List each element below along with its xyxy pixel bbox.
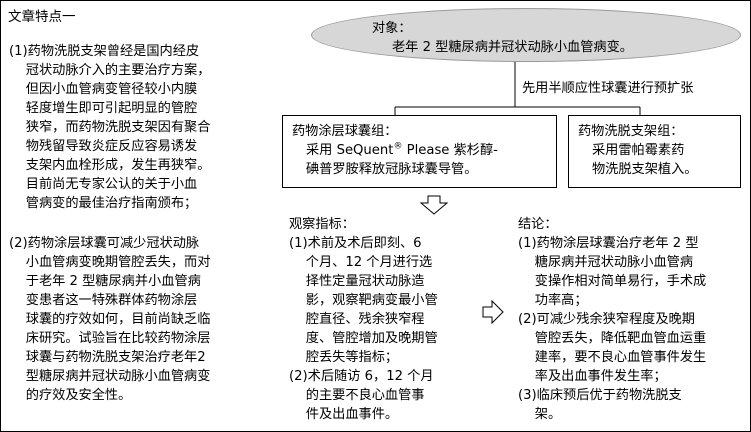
feature-line: 球囊与药物洗脱支架治疗老年2 (9, 350, 206, 365)
observation-line: 个月、12 个月进行选 (289, 255, 433, 270)
conclusion-line: 糖尿病并冠状动脉小血管病 (518, 255, 694, 270)
feature-line: 支架内血栓形成，发生再狭窄。 (9, 158, 211, 173)
des-group-line2: 物洗脱支架植入。 (592, 162, 698, 177)
conclusion-line: (1)药物涂层球囊治疗老年 2 型 (518, 236, 699, 251)
down-arrow-icon (419, 195, 449, 215)
feature-line: 狭窄，而药物洗脱支架因有聚合 (9, 120, 211, 135)
section-heading: 文章特点一 (8, 9, 76, 25)
observation-line: 择性定量冠状动脉造 (289, 274, 425, 289)
observation-line: 腔丢失等指标； (289, 350, 399, 365)
dcb-line1-b: Please 紫杉醇- (402, 143, 498, 158)
des-group-line1: 采用雷帕霉素药 (592, 143, 685, 158)
observation-line: 影，观察靶病变最小管 (289, 293, 438, 308)
des-group-title: 药物洗脱支架组： (578, 124, 684, 139)
dcb-group-line1: 采用 SeQuent® Please 紫杉醇- (306, 141, 498, 160)
feature-line: 的疗效及安全性。 (9, 388, 132, 403)
dcb-group-line2: 碘普罗胺释放冠脉球囊导管。 (306, 162, 478, 177)
feature-item-2: (2)药物涂层球囊可减少冠状动脉 小血管病变晚期管腔丢失，而对 于老年 2 型糖… (9, 234, 210, 405)
feature-line: (1)药物洗脱支架曾经是国内经皮 (9, 44, 200, 59)
conclusion-line: 率及出血事件发生率； (518, 369, 667, 384)
feature-line: 球囊的疗效如何，目前尚缺乏临 (9, 312, 211, 327)
dcb-line1-a: 采用 SeQuent (306, 143, 394, 158)
conclusion-line: (2)可减少残余狭窄程度及晚期 (518, 312, 695, 327)
observation-line: (2)术后随访 6，12 个月 (289, 369, 434, 384)
feature-line: 于老年 2 型糖尿病并小血管病 (9, 274, 201, 289)
observation-line: 腔直径、残余狭窄程 (289, 312, 425, 327)
feature-line: 床研究。试验旨在比较药物涂层 (9, 331, 211, 346)
observation-title: 观察指标： (289, 217, 355, 232)
conclusion-list: (1)药物涂层球囊治疗老年 2 型 糖尿病并冠状动脉小血管病 变操作相对简单易行… (518, 234, 706, 424)
feature-item-1: (1)药物洗脱支架曾经是国内经皮 冠状动脉介入的主要治疗方案， 但因小血管病变管… (9, 42, 210, 213)
conclusion-line: (3)临床预后优于药物洗脱支 (518, 388, 682, 403)
conclusion-line: 架。 (518, 407, 562, 422)
conclusion-line: 建率，要不良心血管事件发生 (518, 350, 707, 365)
subject-ellipse (311, 8, 741, 62)
feature-line: (2)药物涂层球囊可减少冠状动脉 (9, 236, 200, 251)
dcb-group-title: 药物涂层球囊组： (292, 124, 398, 139)
right-arrow-icon (482, 299, 504, 325)
feature-line: 变患者这一特殊群体药物涂层 (9, 293, 198, 308)
observation-list: (1)术前及术后即刻、6 个月、12 个月进行选 择性定量冠状动脉造 影，观察靶… (289, 234, 438, 424)
dcb-group-box: 药物涂层球囊组： 采用 SeQuent® Please 紫杉醇- 碘普罗胺释放冠… (282, 115, 557, 188)
subject-label: 对象： (372, 21, 412, 36)
predilation-note: 先用半顺应性球囊进行预扩张 (522, 81, 694, 96)
conclusion-line: 管腔丢失，降低靶血管血运重 (518, 331, 707, 346)
des-group-box: 药物洗脱支架组： 采用雷帕霉素药 物洗脱支架植入。 (568, 115, 741, 188)
feature-line: 管病变的最佳治疗指南颁布； (9, 196, 198, 211)
subject-text: 老年 2 型糖尿病并冠状动脉小血管病变。 (392, 40, 633, 55)
feature-line: 目前尚无专家公认的关于小血 (9, 177, 198, 192)
feature-line: 小血管病变晚期管腔丢失，而对 (9, 255, 211, 270)
observation-line: (1)术前及术后即刻、6 (289, 236, 422, 251)
observation-line: 的主要不良心血管事 (289, 388, 425, 403)
feature-line: 轻度增生即可引起明显的管腔 (9, 101, 198, 116)
conclusion-title: 结论： (518, 217, 558, 232)
registered-mark: ® (393, 141, 403, 152)
observation-line: 件及出血事件。 (289, 407, 399, 422)
conclusion-line: 功率高； (518, 293, 588, 308)
feature-line: 冠状动脉介入的主要治疗方案， (9, 63, 211, 78)
feature-line: 但因小血管病变管径较小内膜 (9, 82, 198, 97)
feature-line: 型糖尿病并冠状动脉小血管病变 (9, 369, 211, 384)
conclusion-line: 变操作相对简单易行，手术成 (518, 274, 707, 289)
observation-line: 度、管腔增加及晚期管 (289, 331, 438, 346)
feature-line: 物残留导致炎症反应容易诱发 (9, 139, 198, 154)
